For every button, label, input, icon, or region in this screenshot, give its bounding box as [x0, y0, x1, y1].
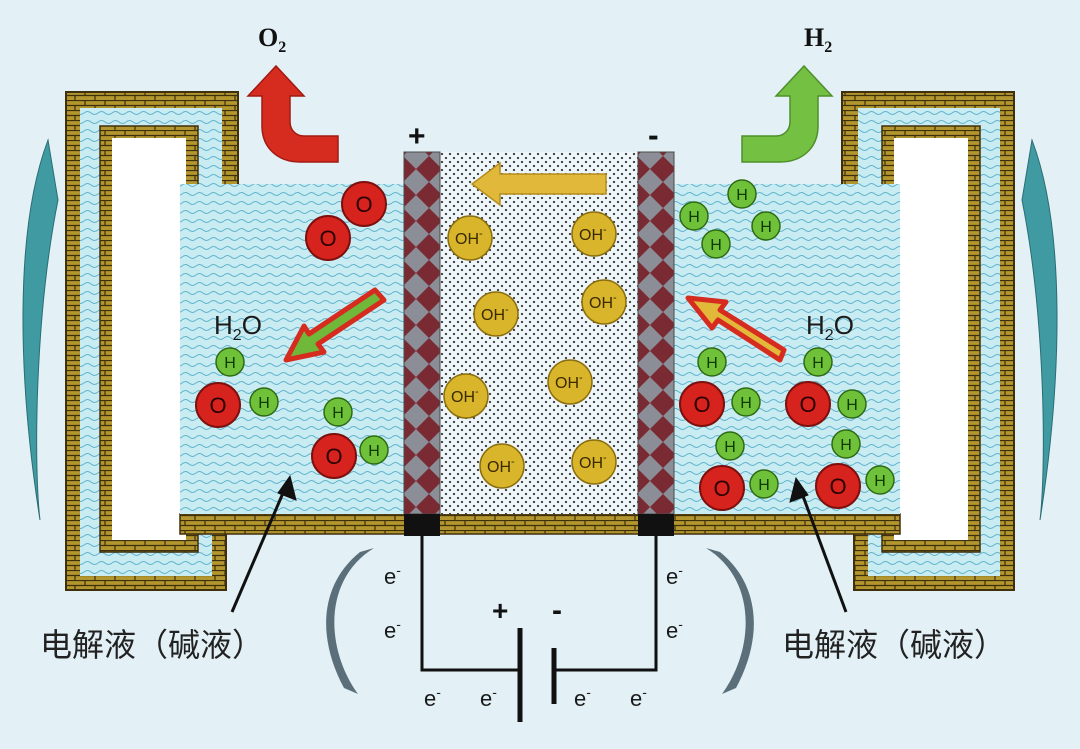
svg-text:H: H: [224, 355, 236, 372]
hydroxide-ion: OH-: [547, 359, 593, 405]
svg-text:O: O: [319, 226, 336, 251]
left-pipe-void: [112, 138, 186, 540]
hydroxide-ion: OH-: [571, 211, 617, 257]
svg-text:H: H: [812, 355, 824, 372]
oxygen-atom: O: [305, 215, 351, 261]
oxygen-atom: O: [341, 181, 387, 227]
battery-plus-sign: +: [492, 595, 508, 626]
svg-text:OH-: OH-: [579, 452, 607, 472]
water-molecule: O H H: [815, 429, 895, 509]
svg-text:O: O: [693, 392, 710, 417]
electrolyzer-tank: [65, 91, 1015, 591]
svg-text:H: H: [736, 187, 748, 204]
svg-text:H: H: [740, 395, 752, 412]
svg-text:O: O: [209, 393, 226, 418]
svg-text:H: H: [368, 443, 380, 460]
svg-text:OH-: OH-: [579, 224, 607, 244]
svg-text:H: H: [874, 473, 886, 490]
right-electron-flow-arrow-icon: [706, 548, 754, 694]
h2-label: H2: [804, 23, 832, 56]
hydroxide-ion: OH-: [443, 373, 489, 419]
hydroxide-ions: OH- OH- OH- OH- OH- OH- OH- OH-: [443, 211, 627, 489]
right-water-label: H2O: [806, 310, 854, 344]
right-pipe-void: [894, 138, 968, 540]
svg-text:H: H: [706, 355, 718, 372]
right-circulation-arrow-icon: [1021, 138, 1058, 521]
svg-text:O: O: [713, 476, 730, 501]
svg-text:O: O: [355, 192, 372, 217]
electron-label: e-: [666, 562, 683, 589]
svg-text:H: H: [724, 439, 736, 456]
circuit-wire-right: [556, 536, 658, 672]
svg-text:O: O: [799, 392, 816, 417]
svg-text:OH-: OH-: [481, 304, 509, 324]
svg-text:OH-: OH-: [487, 456, 515, 476]
cathode-sign: -: [648, 117, 659, 153]
electron-label: e-: [574, 684, 591, 711]
o2-label: O2: [258, 23, 286, 56]
hydroxide-ion: OH-: [447, 215, 493, 261]
right-water-diffusion-arrow-icon: [685, 295, 787, 363]
electron-label: e-: [384, 562, 401, 589]
hydroxide-ion: OH-: [479, 443, 525, 489]
cathode-electrode: [637, 151, 675, 515]
right-electrolyte-label: 电解液（碱液）: [782, 626, 1006, 664]
svg-text:OH-: OH-: [455, 228, 483, 248]
external-circuit: [420, 536, 658, 722]
water-molecules: O H H O H H O H H O H H O H H O: [195, 347, 895, 511]
svg-text:O: O: [325, 444, 342, 469]
hydrogen-molecules: H H H H: [679, 179, 781, 259]
svg-text:H: H: [258, 395, 270, 412]
svg-text:H: H: [840, 437, 852, 454]
left-water-label: H2O: [214, 310, 262, 344]
water-molecule: O H H: [195, 347, 279, 428]
svg-text:H: H: [846, 397, 858, 414]
circuit-wire-left: [420, 536, 518, 672]
electron-label: e-: [384, 616, 401, 643]
hydroxide-ion: OH-: [473, 291, 519, 337]
oxygen-molecule: O O: [305, 181, 387, 261]
svg-text:H: H: [332, 405, 344, 422]
electron-label: e-: [630, 684, 647, 711]
hydrogen-atom: H: [701, 229, 731, 259]
svg-text:H: H: [710, 237, 722, 254]
water-molecule: O H H: [311, 397, 389, 479]
svg-text:H: H: [758, 477, 770, 494]
tank-floor: [179, 513, 901, 535]
hydroxide-ion: OH-: [581, 279, 627, 325]
electrolyte-pointers: [230, 474, 848, 613]
hydrogen-atom: H: [727, 179, 757, 209]
hydrogen-atom: H: [751, 211, 781, 241]
hydroxide-ion: OH-: [571, 439, 617, 485]
circulation-arrows: [22, 138, 1058, 694]
o2-release-arrow-icon: [246, 64, 339, 163]
left-water-diffusion-arrow-icon: [283, 287, 387, 363]
anode-terminal: [404, 514, 440, 536]
electron-label: e-: [424, 684, 441, 711]
anode-sign: +: [408, 120, 426, 153]
left-circulation-arrow-icon: [22, 138, 59, 521]
h2-release-arrow-icon: [741, 64, 834, 163]
water-molecule: O H H: [679, 347, 761, 427]
electrons: e- e- e- e- e- e- e- e-: [384, 562, 683, 711]
svg-text:OH-: OH-: [451, 386, 479, 406]
left-electron-flow-arrow-icon: [326, 548, 374, 694]
left-electrolyte-label: 电解液（碱液）: [40, 626, 264, 664]
svg-text:O: O: [829, 474, 846, 499]
svg-text:OH-: OH-: [589, 292, 617, 312]
battery-minus-sign: -: [552, 594, 562, 627]
svg-text:OH-: OH-: [555, 372, 583, 392]
water-molecule: O H H: [699, 431, 779, 511]
cathode-terminal: [638, 514, 674, 536]
svg-text:H: H: [760, 219, 772, 236]
hydrogen-atom: H: [679, 201, 709, 231]
electron-label: e-: [480, 684, 497, 711]
anode-electrode: [403, 151, 441, 515]
electron-label: e-: [666, 616, 683, 643]
water-molecule: O H H: [785, 347, 867, 427]
hydroxide-migration-arrow-icon: [470, 161, 607, 207]
svg-text:H: H: [688, 209, 700, 226]
